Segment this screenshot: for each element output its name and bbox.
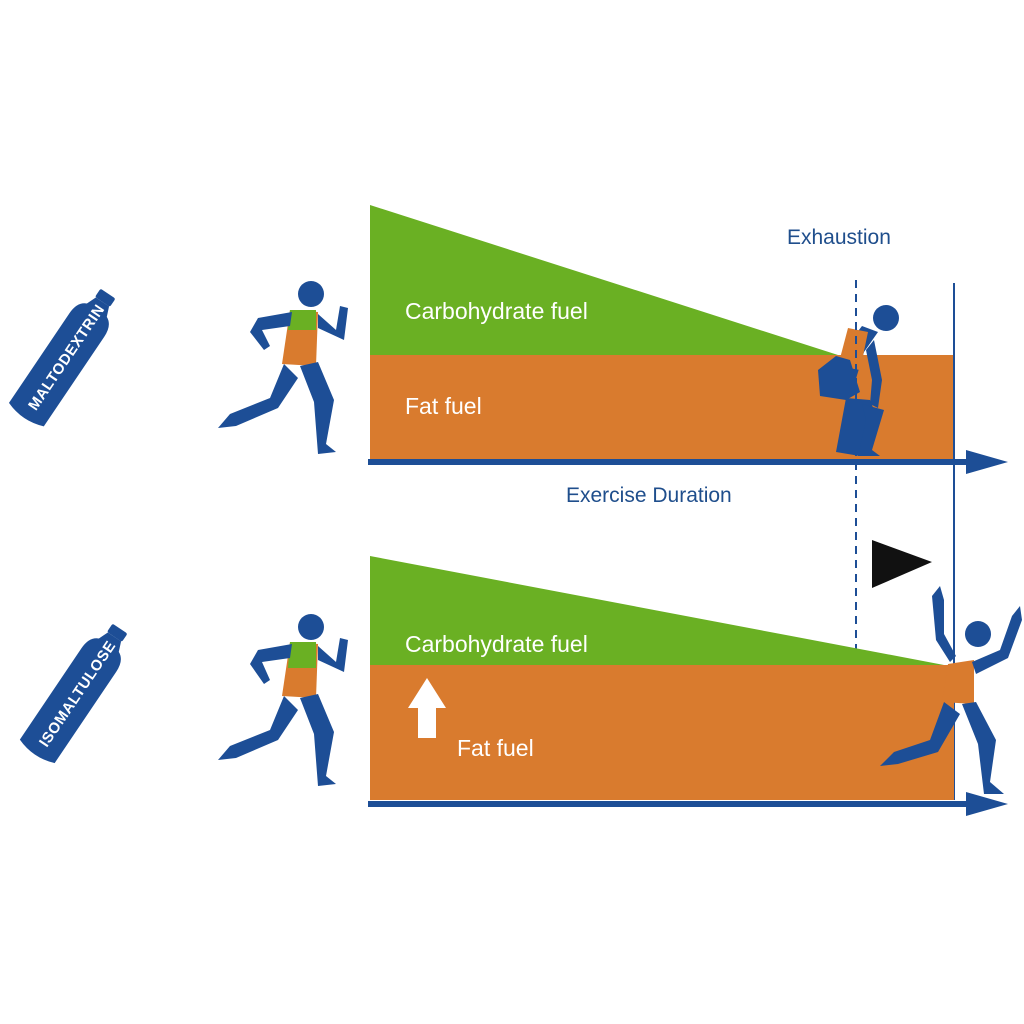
up-arrow-icon <box>408 678 446 738</box>
top-carb-wedge <box>370 205 838 355</box>
isomaltulose-bottle-icon: ISOMALTULOSE <box>19 624 127 764</box>
bottom-carb-wedge <box>370 556 944 665</box>
top-carb-label: Carbohydrate fuel <box>405 298 588 324</box>
exhaustion-label: Exhaustion <box>787 226 891 249</box>
top-fat-label: Fat fuel <box>405 393 482 419</box>
celebrating-runner-icon <box>880 586 1022 794</box>
finish-flag-icon <box>872 540 932 588</box>
bottom-carb-label: Carbohydrate fuel <box>405 631 588 657</box>
bottom-axis-arrowhead <box>966 792 1008 816</box>
bottom-runner-icon <box>218 614 348 786</box>
x-axis-label: Exercise Duration <box>566 484 732 507</box>
top-runner-icon <box>218 281 348 454</box>
top-axis-arrowhead <box>966 450 1008 474</box>
bottom-fat-band <box>370 665 954 800</box>
bottom-fat-label: Fat fuel <box>457 735 534 761</box>
maltodextrin-bottle-icon: MALTODEXTRIN <box>8 289 115 427</box>
top-panel: Carbohydrate fuel Fat fuel Exhaustion Ex… <box>8 205 1008 507</box>
bottom-panel: Carbohydrate fuel Fat fuel ISOMALTULOSE <box>19 540 1022 816</box>
exhausted-runner-icon <box>818 305 899 456</box>
